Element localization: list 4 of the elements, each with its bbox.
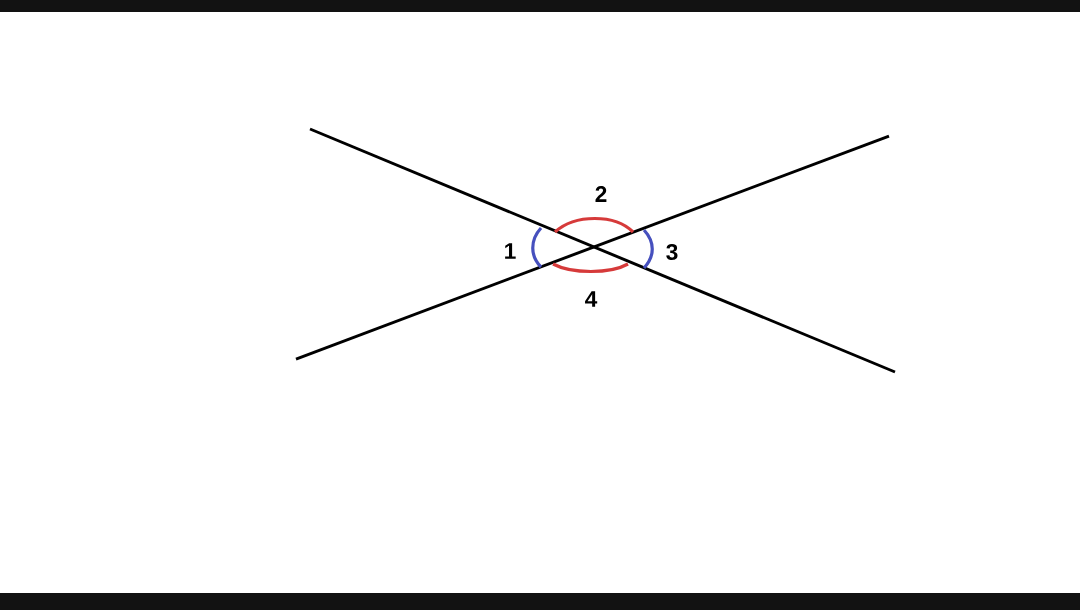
angle-label: 2	[595, 186, 607, 202]
angle-label: 4	[585, 291, 598, 307]
angle-label: 3	[666, 243, 678, 261]
angle-label: 1	[505, 243, 516, 259]
